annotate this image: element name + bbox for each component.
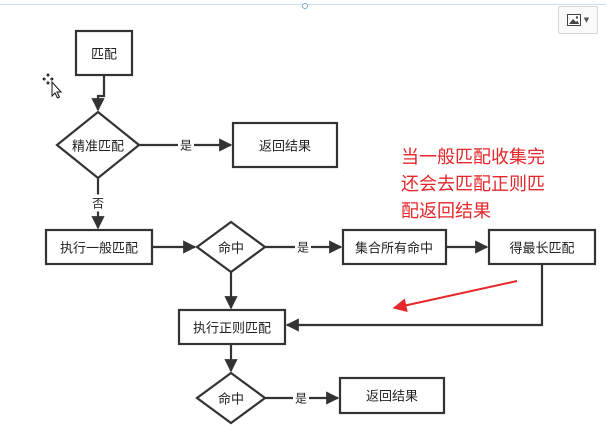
edge-label-yes-2: 是: [294, 238, 312, 256]
edge-longest-to-regex: [285, 264, 544, 332]
match-label: 匹配: [90, 47, 118, 63]
exact-match-label: 精准匹配: [71, 139, 125, 155]
annotation-line: 当一般匹配收集完: [401, 147, 545, 168]
chevron-down-icon: ▼: [583, 16, 590, 24]
image-icon: [566, 14, 581, 26]
hit-label: 命中: [217, 241, 245, 257]
return-result-node-2: [338, 376, 446, 415]
image-toolbar-button[interactable]: ▼: [558, 6, 598, 34]
move-cursor-icon: [42, 73, 63, 99]
edge-label-no: 否: [89, 194, 107, 212]
annotation-note: 当一般匹配收集完 还会去匹配正则匹 配返回结果: [401, 144, 581, 225]
return-result-label-2: 返回结果: [365, 389, 419, 405]
exec-regex-label: 执行正则匹配: [192, 321, 272, 337]
resize-handle[interactable]: [302, 3, 308, 9]
edge-match-to-exact: [91, 75, 106, 112]
longest-match-node: [487, 228, 597, 266]
hit-decision-node-2: [195, 371, 267, 425]
collect-all-label: 集合所有命中: [354, 241, 434, 257]
edge-label-yes: 是: [177, 136, 195, 154]
annotation-line: 配返回结果: [401, 201, 491, 222]
annotation-arrow: [392, 280, 518, 313]
return-result-label: 返回结果: [258, 139, 312, 155]
edge-label-yes-3: 是: [292, 389, 310, 407]
return-result-node: [231, 121, 339, 169]
annotation-line: 还会去匹配正则匹: [401, 174, 545, 195]
longest-match-label: 得最长匹配: [509, 241, 575, 257]
exec-general-label: 执行一般匹配: [59, 241, 139, 257]
hit-label-2: 命中: [217, 392, 245, 408]
match-node: [74, 29, 134, 77]
